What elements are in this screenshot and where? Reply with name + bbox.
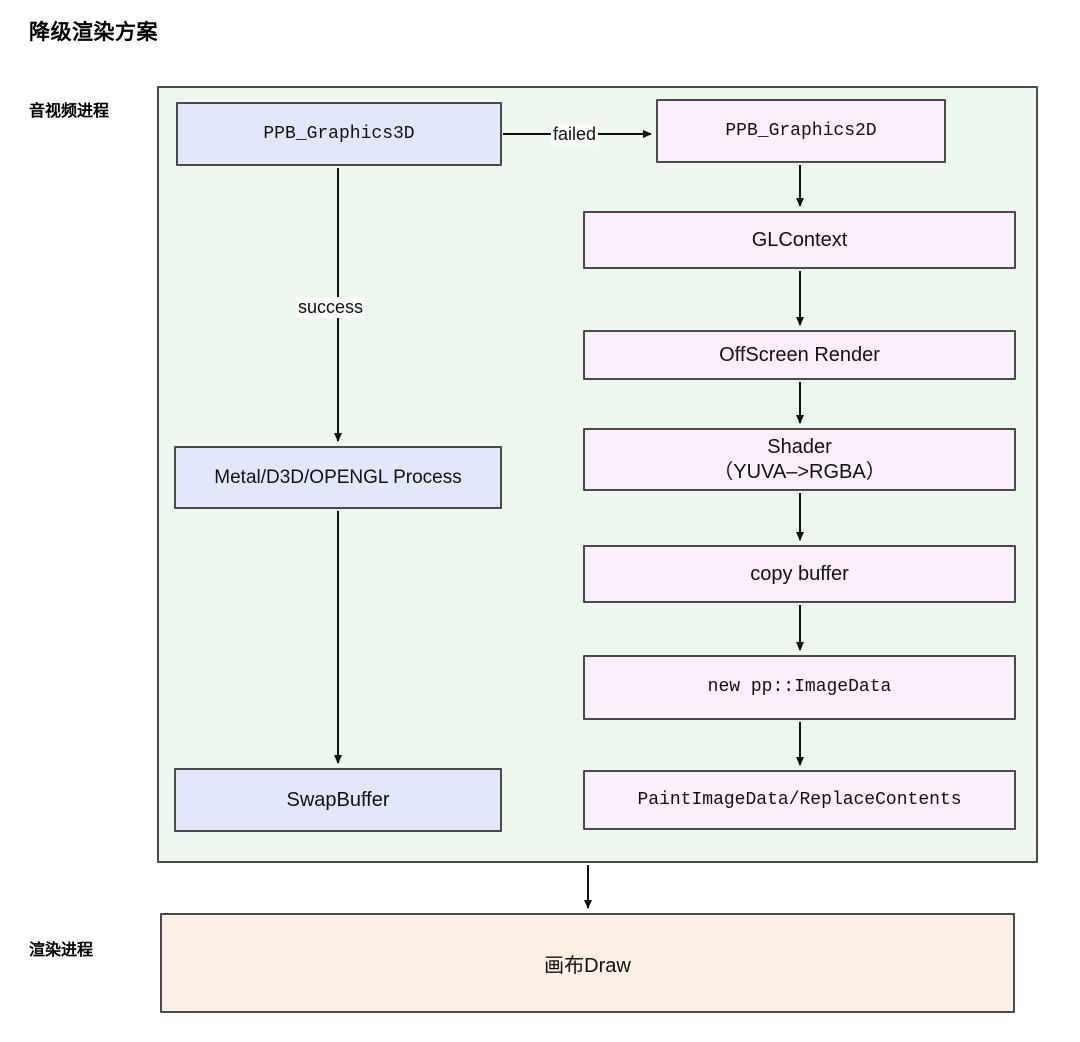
edge-label-failed: failed <box>551 124 599 145</box>
page-title: 降级渲染方案 <box>29 21 158 44</box>
node-ppb-graphics2d[interactable]: PPB_Graphics2D <box>656 99 946 163</box>
lane-label-render-process: 渲染进程 <box>29 942 94 959</box>
edge-label-success: success <box>296 297 366 318</box>
lane-container-render-process <box>160 913 1015 1013</box>
node-paintimagedata-replacecontents[interactable]: PaintImageData/ReplaceContents <box>583 770 1016 830</box>
node-swapbuffer[interactable]: SwapBuffer <box>174 768 502 832</box>
node-metal-d3d-opengl-process[interactable]: Metal/D3D/OPENGL Process <box>174 446 502 509</box>
node-shader-line-2: （YUVA–>RGBA） <box>713 460 886 483</box>
node-glcontext[interactable]: GLContext <box>583 211 1016 269</box>
node-new-pp-imagedata[interactable]: new pp::ImageData <box>583 655 1016 720</box>
node-shader-line-1: Shader <box>767 435 832 458</box>
lane-label-audio-video-process: 音视频进程 <box>29 103 110 120</box>
node-copy-buffer[interactable]: copy buffer <box>583 545 1016 603</box>
node-canvas-draw[interactable]: 画布Draw <box>544 954 631 977</box>
node-ppb-graphics3d[interactable]: PPB_Graphics3D <box>176 102 502 166</box>
node-offscreen-render[interactable]: OffScreen Render <box>583 330 1016 380</box>
node-shader[interactable]: Shader （YUVA–>RGBA） <box>583 428 1016 491</box>
